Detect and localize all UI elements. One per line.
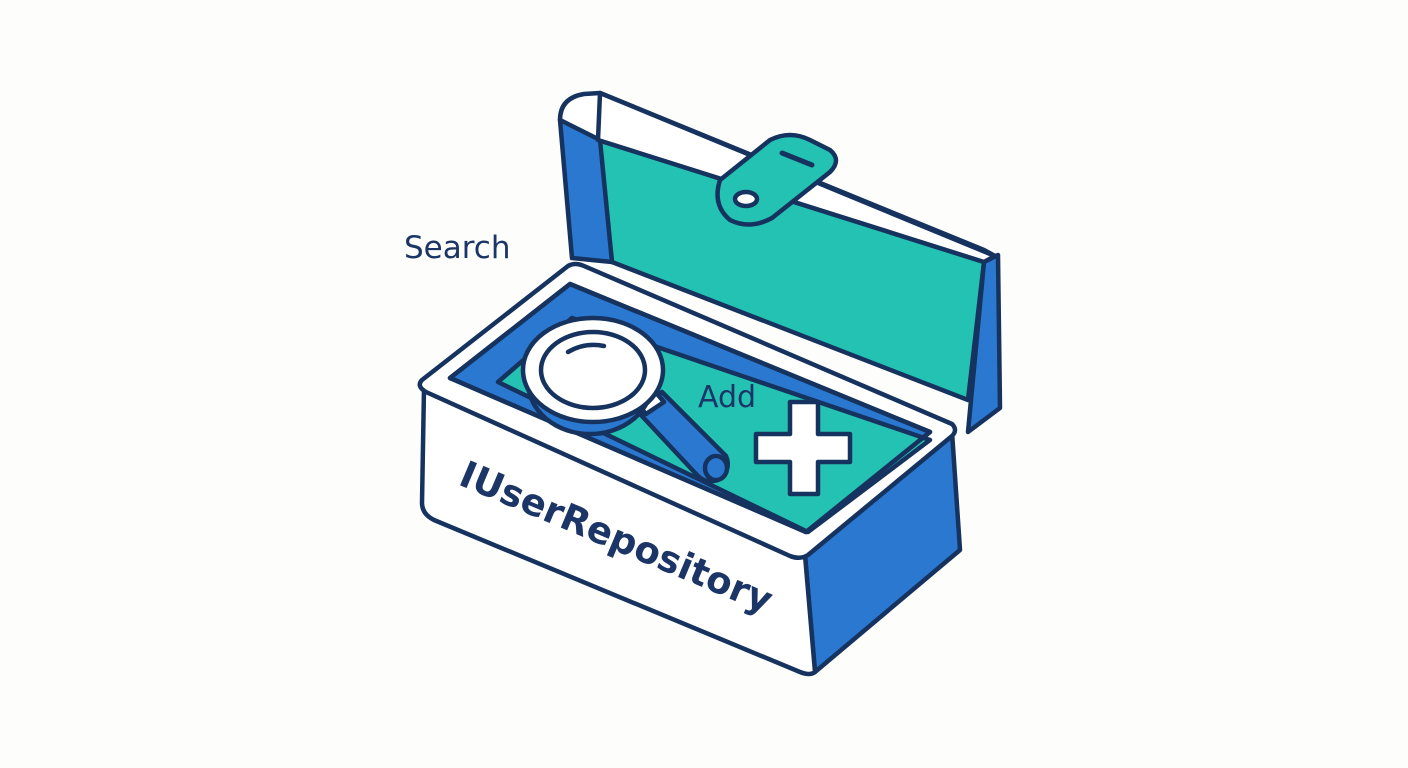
search-label: Search (404, 230, 511, 266)
plus-icon (753, 399, 853, 497)
toolbox-icon (417, 90, 1003, 677)
magnifying-glass-icon (520, 315, 730, 484)
add-label: Add (698, 380, 756, 415)
latch-icon (715, 132, 839, 227)
